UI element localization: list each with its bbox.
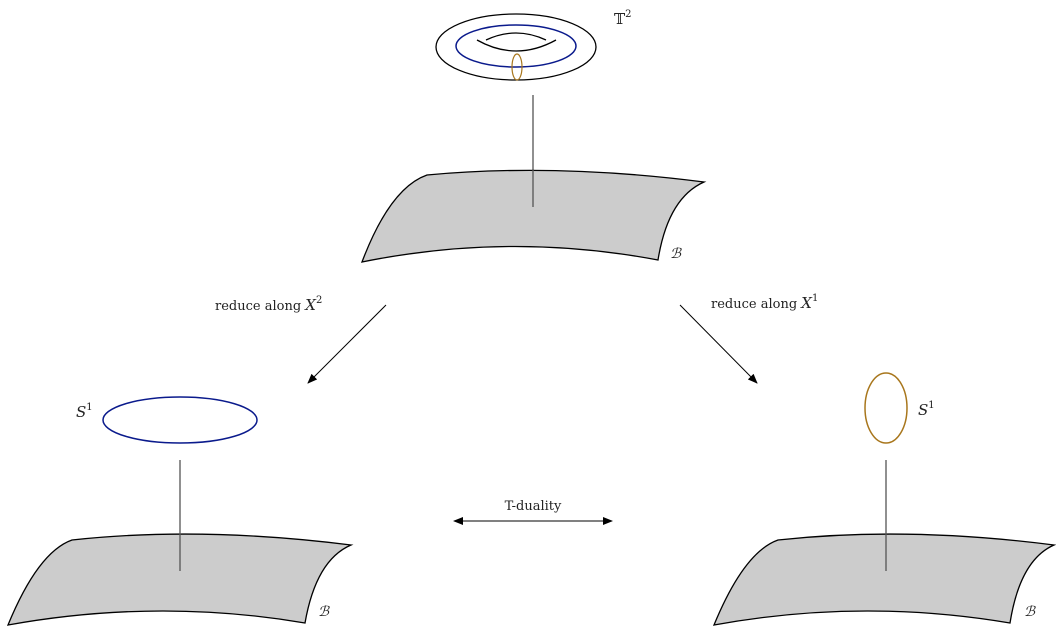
left-reduction-label: reduce along X2 bbox=[215, 295, 322, 314]
left-reduction-arrow-group: reduce along X2 bbox=[215, 295, 387, 384]
left-blue-circle bbox=[102, 396, 258, 444]
top-base-label: ℬ bbox=[670, 246, 682, 262]
top-fibration: 𝕋2 ℬ bbox=[360, 9, 707, 263]
right-reduction-arrow-group: reduce along X1 bbox=[679, 293, 818, 384]
right-circle-label: S1 bbox=[918, 400, 935, 419]
t-duality-label: T-duality bbox=[505, 499, 562, 514]
right-base-surface bbox=[712, 533, 1056, 626]
torus-hole-lower bbox=[476, 39, 557, 52]
right-base-label: ℬ bbox=[1024, 604, 1036, 620]
torus-hole-upper bbox=[485, 32, 547, 41]
left-base-surface bbox=[6, 533, 354, 626]
right-gold-circle bbox=[864, 372, 908, 444]
left-base-label: ℬ bbox=[318, 604, 330, 620]
torus-label: 𝕋2 bbox=[614, 9, 632, 28]
left-circle-label: S1 bbox=[76, 402, 93, 421]
right-fibration: S1 ℬ bbox=[712, 372, 1056, 626]
right-reduction-arrow bbox=[679, 304, 758, 384]
torus-gold-cycle bbox=[511, 53, 523, 81]
torus-outer-ellipse bbox=[435, 13, 597, 81]
t-duality-group: T-duality bbox=[453, 499, 613, 525]
torus bbox=[435, 13, 597, 81]
right-reduction-label: reduce along X1 bbox=[711, 293, 818, 312]
torus-blue-cycle bbox=[455, 24, 577, 68]
left-fibration: S1 ℬ bbox=[6, 396, 354, 626]
top-base-surface bbox=[360, 169, 707, 263]
left-reduction-arrow bbox=[307, 304, 387, 384]
